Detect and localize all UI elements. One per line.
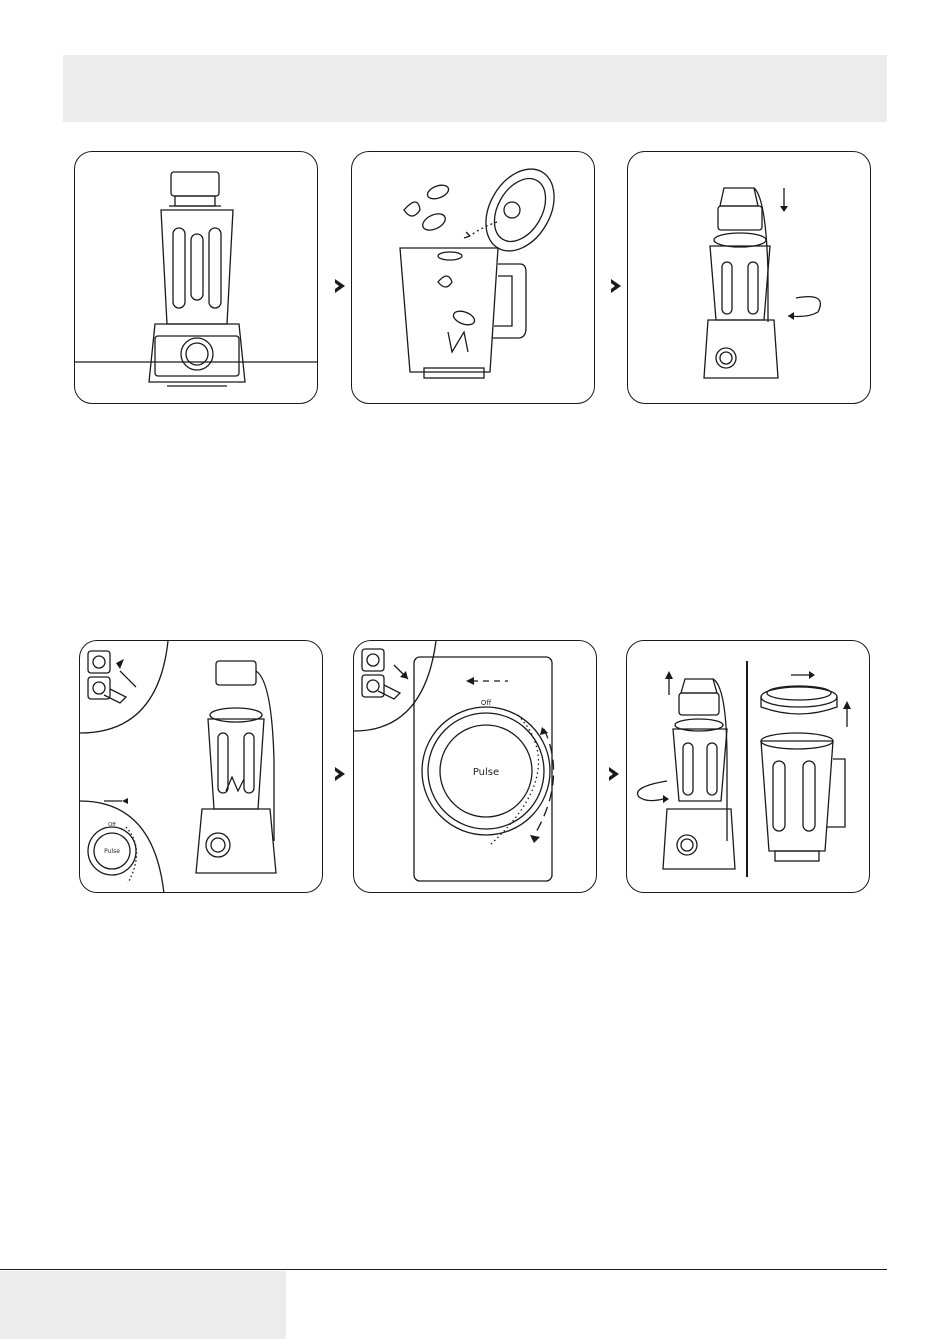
- panel-attach-lid-and-pump: [627, 151, 871, 404]
- small-dial-off-label: Off: [108, 822, 116, 828]
- panel-add-ingredients: [351, 151, 595, 404]
- unplug-turn-off-illustration: Off Pulse: [354, 641, 597, 893]
- panel-plug-in-turn-on: Off Pulse: [79, 640, 323, 893]
- next-step-arrow-icon: [607, 766, 621, 782]
- header-band: [63, 55, 887, 122]
- footer-box: [0, 1271, 286, 1339]
- remove-jug-illustration: [627, 641, 870, 893]
- large-dial-pulse-label: Pulse: [473, 767, 499, 778]
- next-step-arrow-icon: [333, 278, 347, 294]
- plug-in-turn-on-illustration: Off Pulse: [80, 641, 323, 893]
- panel-remove-jug-and-lid: [626, 640, 870, 893]
- attach-pump-illustration: [628, 152, 871, 404]
- small-dial-pulse-label: Pulse: [104, 848, 120, 855]
- panel-assembled-blender: [74, 151, 318, 404]
- panel-unplug-turn-off: Off Pulse: [353, 640, 597, 893]
- next-step-arrow-icon: [333, 766, 347, 782]
- footer-rule: [0, 1269, 887, 1270]
- next-step-arrow-icon: [609, 278, 623, 294]
- add-ingredients-illustration: [352, 152, 595, 404]
- large-dial-off-label: Off: [481, 699, 492, 707]
- blender-front-illustration: [75, 152, 318, 404]
